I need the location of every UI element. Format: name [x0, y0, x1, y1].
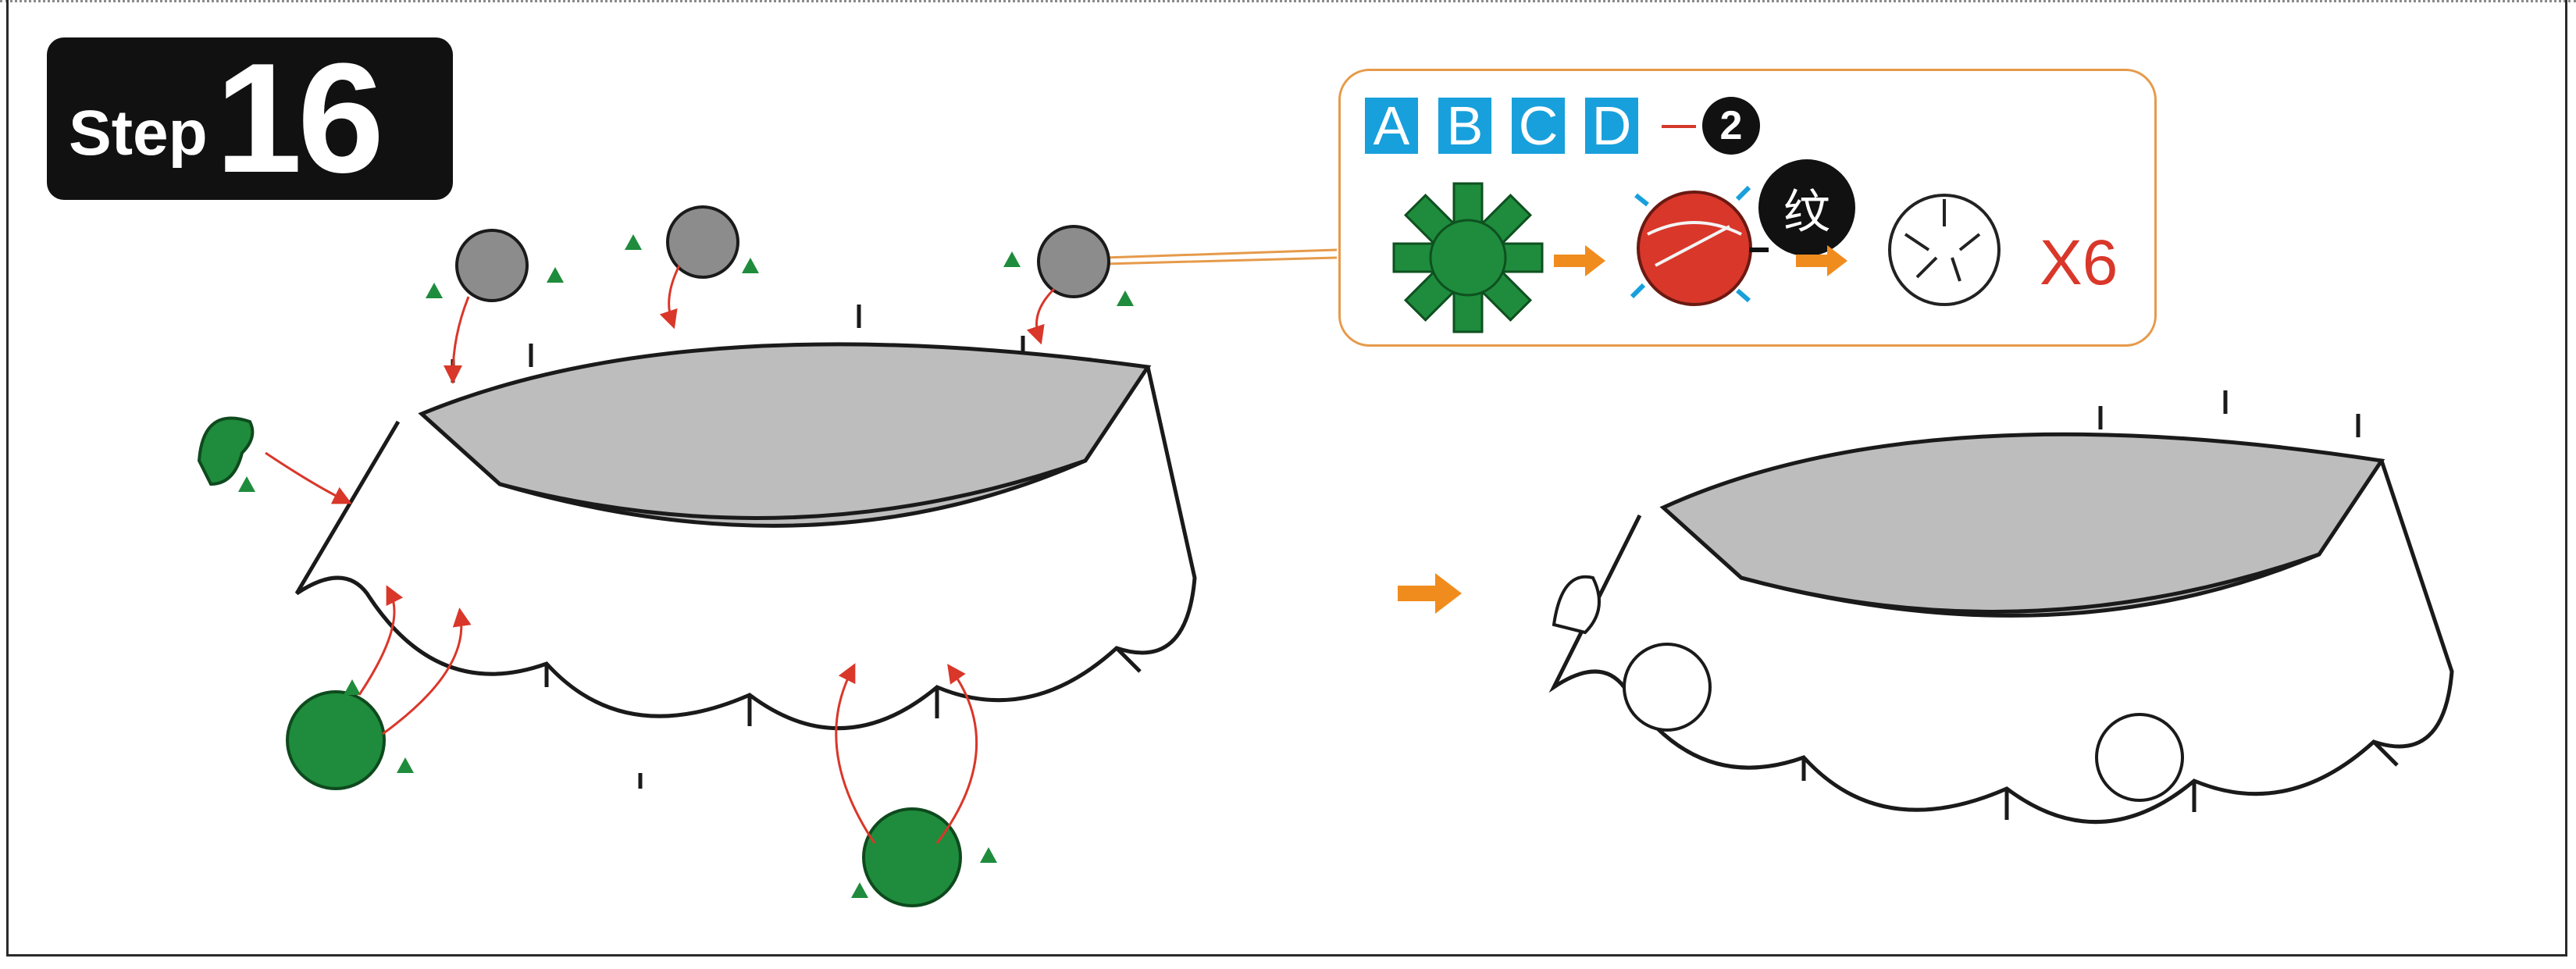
part-letter-a: A: [1365, 95, 1418, 156]
white-dome-installed: [1552, 575, 2184, 802]
page-frame: [6, 0, 2567, 957]
part-letter-d: D: [1585, 95, 1638, 156]
red-dome-part-icon: [1630, 185, 1769, 306]
step-number: 16: [215, 31, 384, 205]
orange-arrow-icon: [1796, 245, 1847, 276]
part-dash: [1662, 125, 1696, 128]
pattern-label-badge: 纹: [1758, 159, 1855, 256]
orange-arrow-icon: [1398, 573, 1462, 614]
orange-arrow-icon: [1554, 245, 1605, 276]
green-star-part-icon: [1392, 182, 1544, 333]
page-top-border: [0, 0, 2576, 2]
part-letter-b: B: [1438, 95, 1491, 156]
dome-part-gray-1: [455, 205, 1110, 302]
part-number-badge: 2: [1702, 97, 1760, 155]
step-badge: Step 16: [47, 37, 453, 200]
triangle-marker: [238, 234, 1134, 898]
tent-right: [1548, 390, 2454, 825]
white-dome-part-icon: [1888, 194, 2001, 306]
quantity-label: X6: [2040, 227, 2118, 298]
dome-part-green: [197, 416, 962, 907]
red-guide-lines: [265, 265, 1056, 844]
tent-left: [294, 305, 1197, 789]
step-word: Step: [69, 98, 208, 169]
part-letter-c: C: [1512, 95, 1565, 156]
